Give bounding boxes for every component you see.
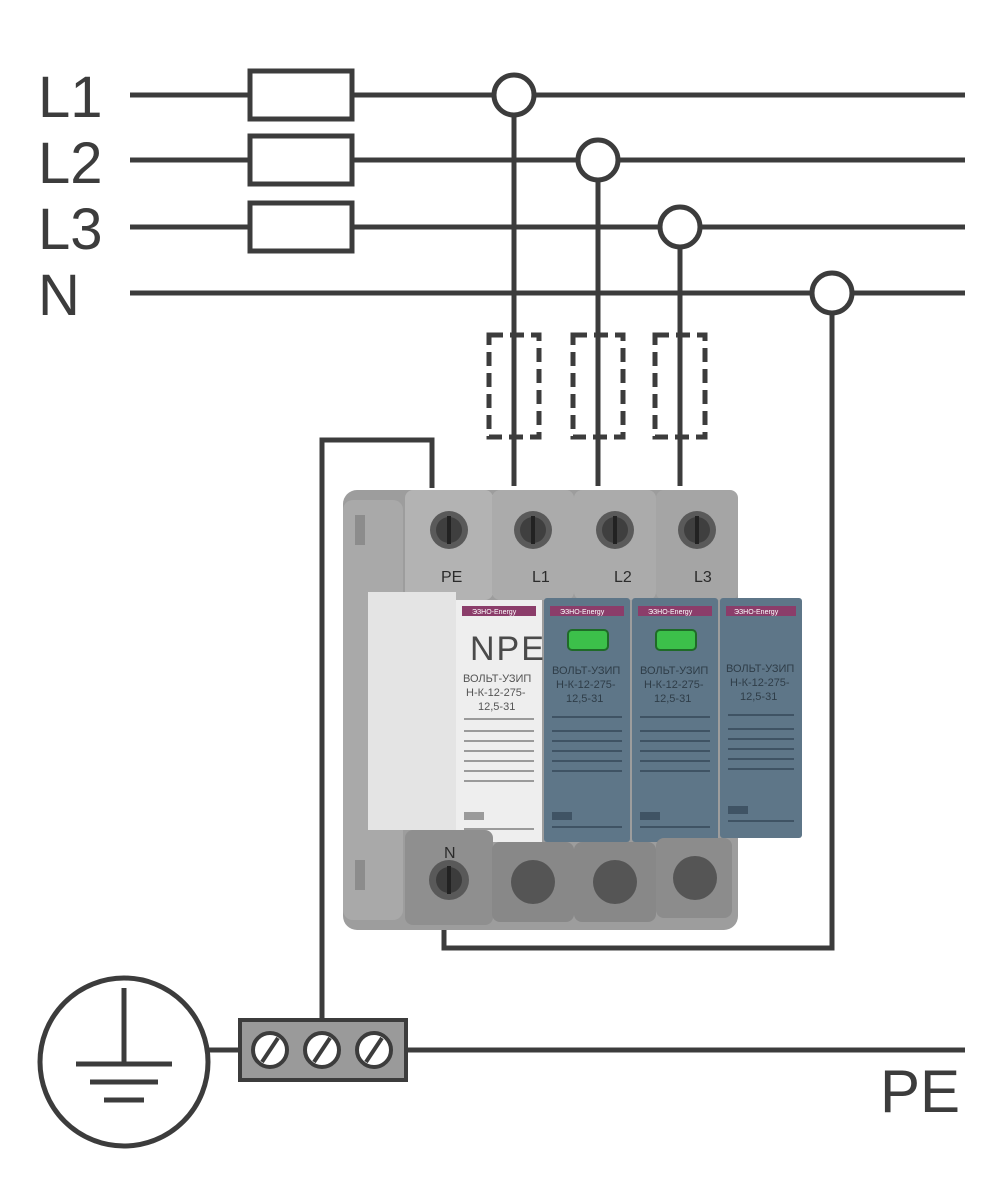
main-fuses xyxy=(247,68,355,254)
ground-terminal-strip xyxy=(238,1018,965,1082)
surge-protection-device: PE L1 L2 L3 ЭЗНО-Energy NPE ВОЛЬТ-УЗИП Н… xyxy=(343,490,802,930)
busbar-label-l1: L1 xyxy=(38,65,103,130)
phase-module-3-line-1: ВОЛЬТ-УЗИП xyxy=(726,663,794,675)
phase-module-1-indicator xyxy=(567,629,609,651)
fuse-l3 xyxy=(247,200,355,254)
top-terminal-block: PE L1 L2 L3 xyxy=(405,490,738,600)
terminal-label-l1: L1 xyxy=(532,569,550,586)
busbar-label-l2: L2 xyxy=(38,131,103,196)
npe-spec-lines xyxy=(464,718,534,830)
junctions xyxy=(491,72,855,316)
phase-module-3-line-2: Н-К-12-275- xyxy=(730,677,790,689)
phase-module-2-brand: ЭЗНО-Energy xyxy=(648,609,693,616)
phase-module-2-line-3: 12,5-31 xyxy=(654,693,691,705)
earth-symbol xyxy=(37,975,240,1149)
phase-module-3: ЭЗНО-Energy ВОЛЬТ-УЗИП Н-К-12-275- 12,5-… xyxy=(720,598,802,838)
npe-model-line-1: ВОЛЬТ-УЗИП xyxy=(463,673,531,685)
pe-bus-label: PE xyxy=(880,1058,960,1125)
bottom-terminal-block: N xyxy=(405,830,732,925)
terminal-label-n: N xyxy=(444,845,456,862)
phase-module-1: ЭЗНО-Energy ВОЛЬТ-УЗИП Н-К-12-275- 12,5-… xyxy=(544,598,630,842)
phase-module-2-line-2: Н-К-12-275- xyxy=(644,679,704,691)
backup-fuse-wires xyxy=(511,320,683,452)
phase-module-1-brand: ЭЗНО-Energy xyxy=(560,609,605,616)
phase-module-2-indicator xyxy=(655,629,697,651)
phase-module-2: ЭЗНО-Energy ВОЛЬТ-УЗИП Н-К-12-275- 12,5-… xyxy=(632,598,718,842)
pe-wire xyxy=(319,437,435,1022)
top-screws xyxy=(430,511,716,549)
busbar-label-n: N xyxy=(38,263,80,328)
fuse-l2 xyxy=(247,133,355,187)
junction-l1 xyxy=(491,72,537,118)
phase-module-1-line-2: Н-К-12-275- xyxy=(556,679,616,691)
npe-title: NPE xyxy=(470,630,546,668)
busbars xyxy=(130,92,965,296)
busbar-label-l3: L3 xyxy=(38,197,103,262)
junction-l3 xyxy=(657,204,703,250)
phase-module-3-brand: ЭЗНО-Energy xyxy=(734,609,779,616)
fuse-l1 xyxy=(247,68,355,122)
junction-n xyxy=(809,270,855,316)
npe-brand: ЭЗНО-Energy xyxy=(472,609,517,616)
terminal-label-l2: L2 xyxy=(614,569,632,586)
terminal-label-pe: PE xyxy=(441,569,462,586)
terminal-label-l3: L3 xyxy=(694,569,712,586)
npe-module: ЭЗНО-Energy NPE ВОЛЬТ-УЗИП Н-К-12-275- 1… xyxy=(368,592,546,842)
npe-model-line-2: Н-К-12-275- xyxy=(466,687,526,699)
phase-module-3-line-3: 12,5-31 xyxy=(740,691,777,703)
junction-l2 xyxy=(575,137,621,183)
phase-module-2-line-1: ВОЛЬТ-УЗИП xyxy=(640,665,708,677)
npe-model-line-3: 12,5-31 xyxy=(478,701,515,713)
phase-module-1-line-1: ВОЛЬТ-УЗИП xyxy=(552,665,620,677)
phase-module-1-line-3: 12,5-31 xyxy=(566,693,603,705)
